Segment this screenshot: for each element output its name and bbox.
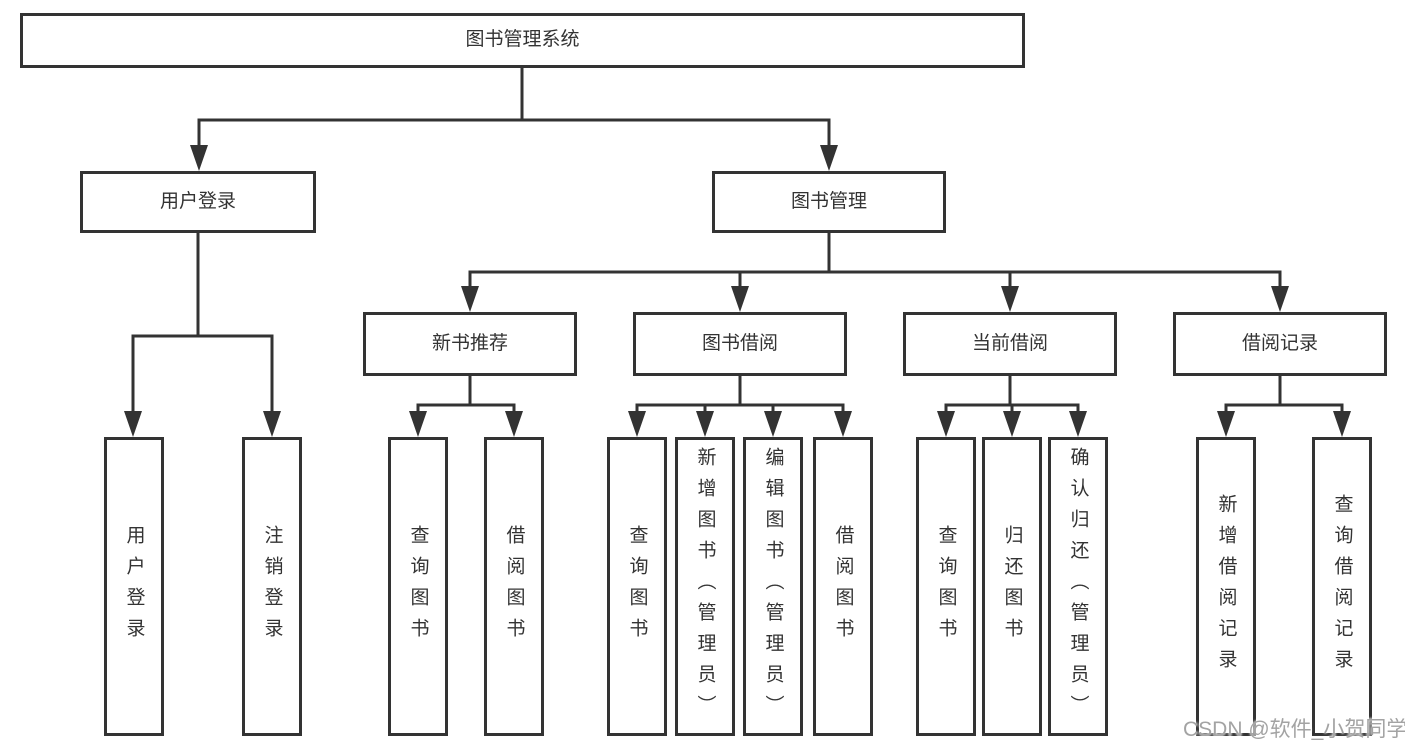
- arrowheads: [124, 145, 1351, 437]
- node-label: 新增借阅记录: [1215, 493, 1237, 680]
- node-label: 查询图书: [935, 524, 957, 649]
- node-book-management-branch: 图书管理: [712, 171, 946, 233]
- node-user-login-branch: 用户登录: [80, 171, 316, 233]
- node-label: 用户登录: [123, 524, 145, 649]
- node-label: 新增图书（管理员）: [694, 447, 716, 726]
- node-leaf-borrow-books: 借阅图书: [813, 437, 873, 736]
- node-leaf-confirm-return-admin: 确认归还（管理员）: [1048, 437, 1108, 736]
- node-leaf-query-borrow-record: 查询借阅记录: [1312, 437, 1372, 736]
- node-root: 图书管理系统: [20, 13, 1025, 68]
- node-label: 图书借阅: [701, 332, 778, 354]
- node-label: 图书管理系统: [465, 29, 580, 51]
- node-leaf-query-books-recommend: 查询图书: [388, 437, 448, 736]
- node-leaf-edit-book-admin: 编辑图书（管理员）: [743, 437, 803, 736]
- node-label: 查询图书: [407, 524, 429, 649]
- node-label: 当前借阅: [971, 332, 1048, 354]
- node-label: 借阅图书: [503, 524, 525, 649]
- node-label: 借阅图书: [832, 524, 854, 649]
- node-leaf-add-book-admin: 新增图书（管理员）: [675, 437, 735, 736]
- node-label: 查询借阅记录: [1331, 493, 1353, 680]
- node-label: 用户登录: [159, 190, 236, 212]
- node-label: 借阅记录: [1241, 332, 1318, 354]
- node-label: 确认归还（管理员）: [1067, 447, 1089, 726]
- node-borrow-records: 借阅记录: [1173, 312, 1387, 376]
- node-label: 查询图书: [626, 524, 648, 649]
- node-label: 图书管理: [790, 190, 867, 212]
- node-new-book-recommend: 新书推荐: [363, 312, 577, 376]
- node-label: 归还图书: [1001, 524, 1023, 649]
- node-leaf-user-login: 用户登录: [104, 437, 164, 736]
- node-leaf-query-books-borrow: 查询图书: [607, 437, 667, 736]
- node-label: 新书推荐: [431, 332, 508, 354]
- tree-edges: [131, 68, 1344, 414]
- node-current-borrow: 当前借阅: [903, 312, 1117, 376]
- node-leaf-query-books-current: 查询图书: [916, 437, 976, 736]
- node-label: 注销登录: [261, 524, 283, 649]
- node-leaf-borrow-books-recommend: 借阅图书: [484, 437, 544, 736]
- node-leaf-return-book: 归还图书: [982, 437, 1042, 736]
- node-book-borrow: 图书借阅: [633, 312, 847, 376]
- node-leaf-add-borrow-record: 新增借阅记录: [1196, 437, 1256, 736]
- node-label: 编辑图书（管理员）: [762, 447, 784, 726]
- node-leaf-logout: 注销登录: [242, 437, 302, 736]
- watermark-text: CSDN @软件_小贺同学: [1183, 718, 1405, 741]
